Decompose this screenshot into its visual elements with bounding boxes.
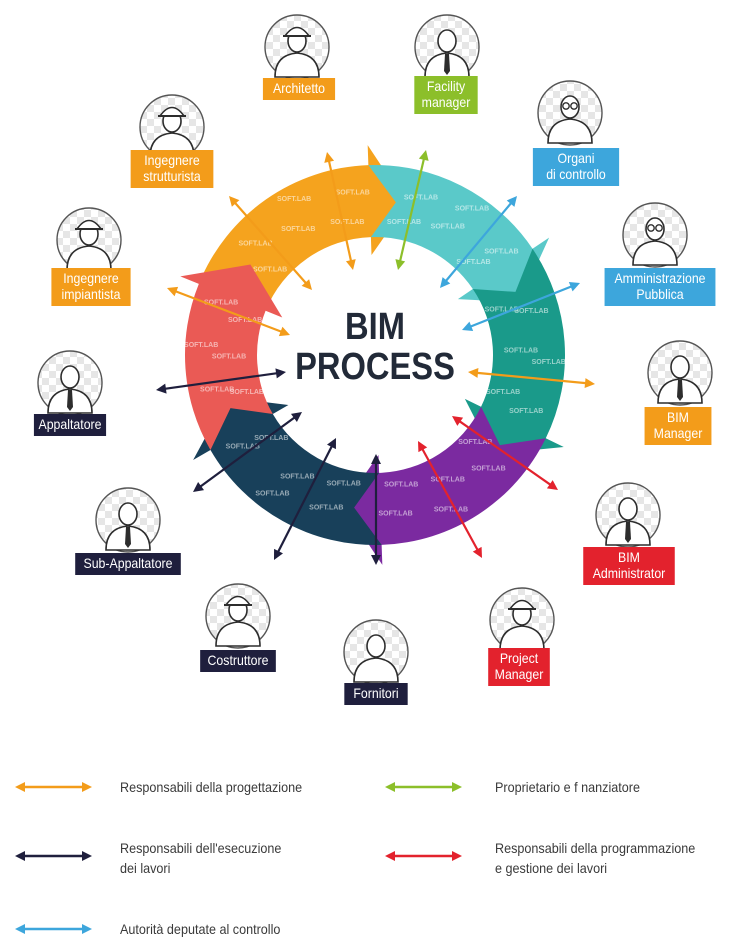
role-label: Costruttore: [200, 650, 276, 672]
legend-arrow-blue: [15, 924, 92, 934]
ring-segment-engineering: SOFT.LABSOFT.LABSOFT.LABSOFT.LABSOFT.LAB…: [180, 264, 283, 450]
watermark-text: SOFT.LAB: [330, 219, 364, 226]
watermark-text: SOFT.LAB: [255, 491, 289, 498]
businessman-tie-icon: [37, 350, 103, 416]
role-label: BIM Manager: [644, 407, 712, 445]
relation-arrow-orange: [229, 196, 312, 290]
watermark-text: SOFT.LAB: [434, 507, 468, 514]
watermark-text: SOFT.LAB: [431, 223, 465, 230]
role-label: Facility manager: [414, 76, 478, 114]
watermark-text: SOFT.LAB: [378, 511, 412, 518]
person-icon: [343, 619, 409, 685]
relation-arrow-blue: [462, 282, 580, 331]
legend-item-design: Responsabili della progettazione: [120, 779, 303, 795]
watermark-text: SOFT.LAB: [336, 190, 370, 197]
watermark-text: SOFT.LAB: [514, 308, 548, 315]
ring-arrow-shape: [180, 264, 283, 450]
relation-arrow-navy: [371, 454, 381, 565]
relation-arrow-navy: [193, 412, 302, 492]
watermark-text: SOFT.LAB: [228, 317, 262, 324]
watermark-text: SOFT.LAB: [280, 474, 314, 481]
legend-item-planning: Responsabili della programmazione e gest…: [495, 840, 696, 876]
role-label: Sub-Appaltatore: [75, 553, 181, 575]
legend-arrow-green: [385, 782, 462, 792]
relation-arrows: [156, 150, 595, 565]
watermark-text: SOFT.LAB: [238, 241, 272, 248]
worker-hardhat-icon: [489, 587, 555, 653]
legend-item-owner: Proprietario e f nanziatore: [495, 779, 640, 795]
title-line-2: PROCESS: [295, 346, 455, 388]
watermark-text: SOFT.LAB: [254, 435, 288, 442]
legend-arrows: [15, 782, 462, 934]
ring-arrow-shape: [193, 397, 382, 545]
title-line-1: BIM: [345, 306, 405, 348]
watermark-text: SOFT.LAB: [458, 439, 492, 446]
watermark-text: SOFT.LAB: [253, 267, 287, 274]
relation-arrow-green: [395, 150, 429, 270]
watermark-text: SOFT.LAB: [204, 299, 238, 306]
legend-item-control: Autorità deputate al controllo: [120, 921, 281, 937]
watermark-text: SOFT.LAB: [281, 226, 315, 233]
role-label: Appaltatore: [33, 414, 107, 436]
relation-arrow-red: [452, 416, 558, 490]
diagram-title: BIM PROCESS: [293, 307, 456, 387]
watermark-text: SOFT.LAB: [532, 359, 566, 366]
ring-segment-execution: SOFT.LAB SOFT.LAB SOFT.LAB SOFT.LAB SOFT.LAB…: [193, 397, 382, 545]
watermark-text: SOFT.LAB: [200, 386, 234, 393]
relation-arrow-red: [418, 441, 482, 558]
watermark-text: SOFT.LAB: [504, 347, 538, 354]
role-label: Fornitori: [344, 683, 408, 705]
worker-hardhat-icon: [205, 583, 271, 649]
relation-arrow-orange: [167, 286, 290, 337]
worker-hardhat-icon: [264, 14, 330, 80]
watermark-text: SOFT.LAB: [509, 408, 543, 415]
relation-arrow-navy: [274, 438, 336, 560]
watermark-text: SOFT.LAB: [277, 196, 311, 203]
watermark-text: SOFT.LAB: [387, 219, 421, 226]
role-label: Ingegnere strutturista: [130, 150, 214, 188]
watermark-text: SOFT.LAB: [309, 505, 343, 512]
legend-item-execution: Responsabili dell'esecuzione dei lavori: [120, 840, 282, 876]
person-glasses-icon: [537, 80, 603, 146]
relation-arrow-orange: [468, 367, 595, 389]
watermark-text: SOFT.LAB: [212, 354, 246, 361]
watermark-text: SOFT.LAB: [384, 481, 418, 488]
watermark-text: SOFT.LAB: [456, 259, 490, 266]
watermark-text: SOFT.LAB: [327, 480, 361, 487]
watermark-text: SOFT.LAB: [455, 206, 489, 213]
relation-arrow-navy: [156, 368, 286, 394]
relation-arrow-blue: [440, 196, 517, 288]
watermark-text: SOFT.LAB: [404, 195, 438, 202]
role-label: Ingegnere impiantista: [51, 268, 131, 306]
worker-hardhat-icon: [56, 207, 122, 273]
businessman-tie-icon: [95, 487, 161, 553]
role-label: Project Manager: [488, 648, 550, 686]
relation-arrow-orange: [324, 152, 356, 270]
businessman-tie-icon: [414, 14, 480, 80]
businessman-tie-icon: [647, 340, 713, 406]
watermark-text: SOFT.LAB: [431, 477, 465, 484]
legend-arrow-orange: [15, 782, 92, 792]
role-label: Architetto: [262, 78, 336, 100]
watermark-text: SOFT.LAB: [471, 466, 505, 473]
watermark-text: SOFT.LAB: [230, 389, 264, 396]
watermark-text: SOFT.LAB: [484, 249, 518, 256]
role-label: Organi di controllo: [532, 148, 620, 186]
person-glasses-icon: [622, 202, 688, 268]
role-label: BIM Administrator: [583, 547, 675, 585]
legend-arrow-red: [385, 851, 462, 861]
businessman-tie-icon: [595, 482, 661, 548]
legend-arrow-navy: [15, 851, 92, 861]
role-label: Amministrazione Pubblica: [604, 268, 716, 306]
watermark-text: SOFT.LAB: [184, 342, 218, 349]
watermark-text: SOFT.LAB: [226, 444, 260, 451]
watermark-text: SOFT.LAB: [486, 389, 520, 396]
watermark-text: SOFT.LAB: [485, 306, 519, 313]
